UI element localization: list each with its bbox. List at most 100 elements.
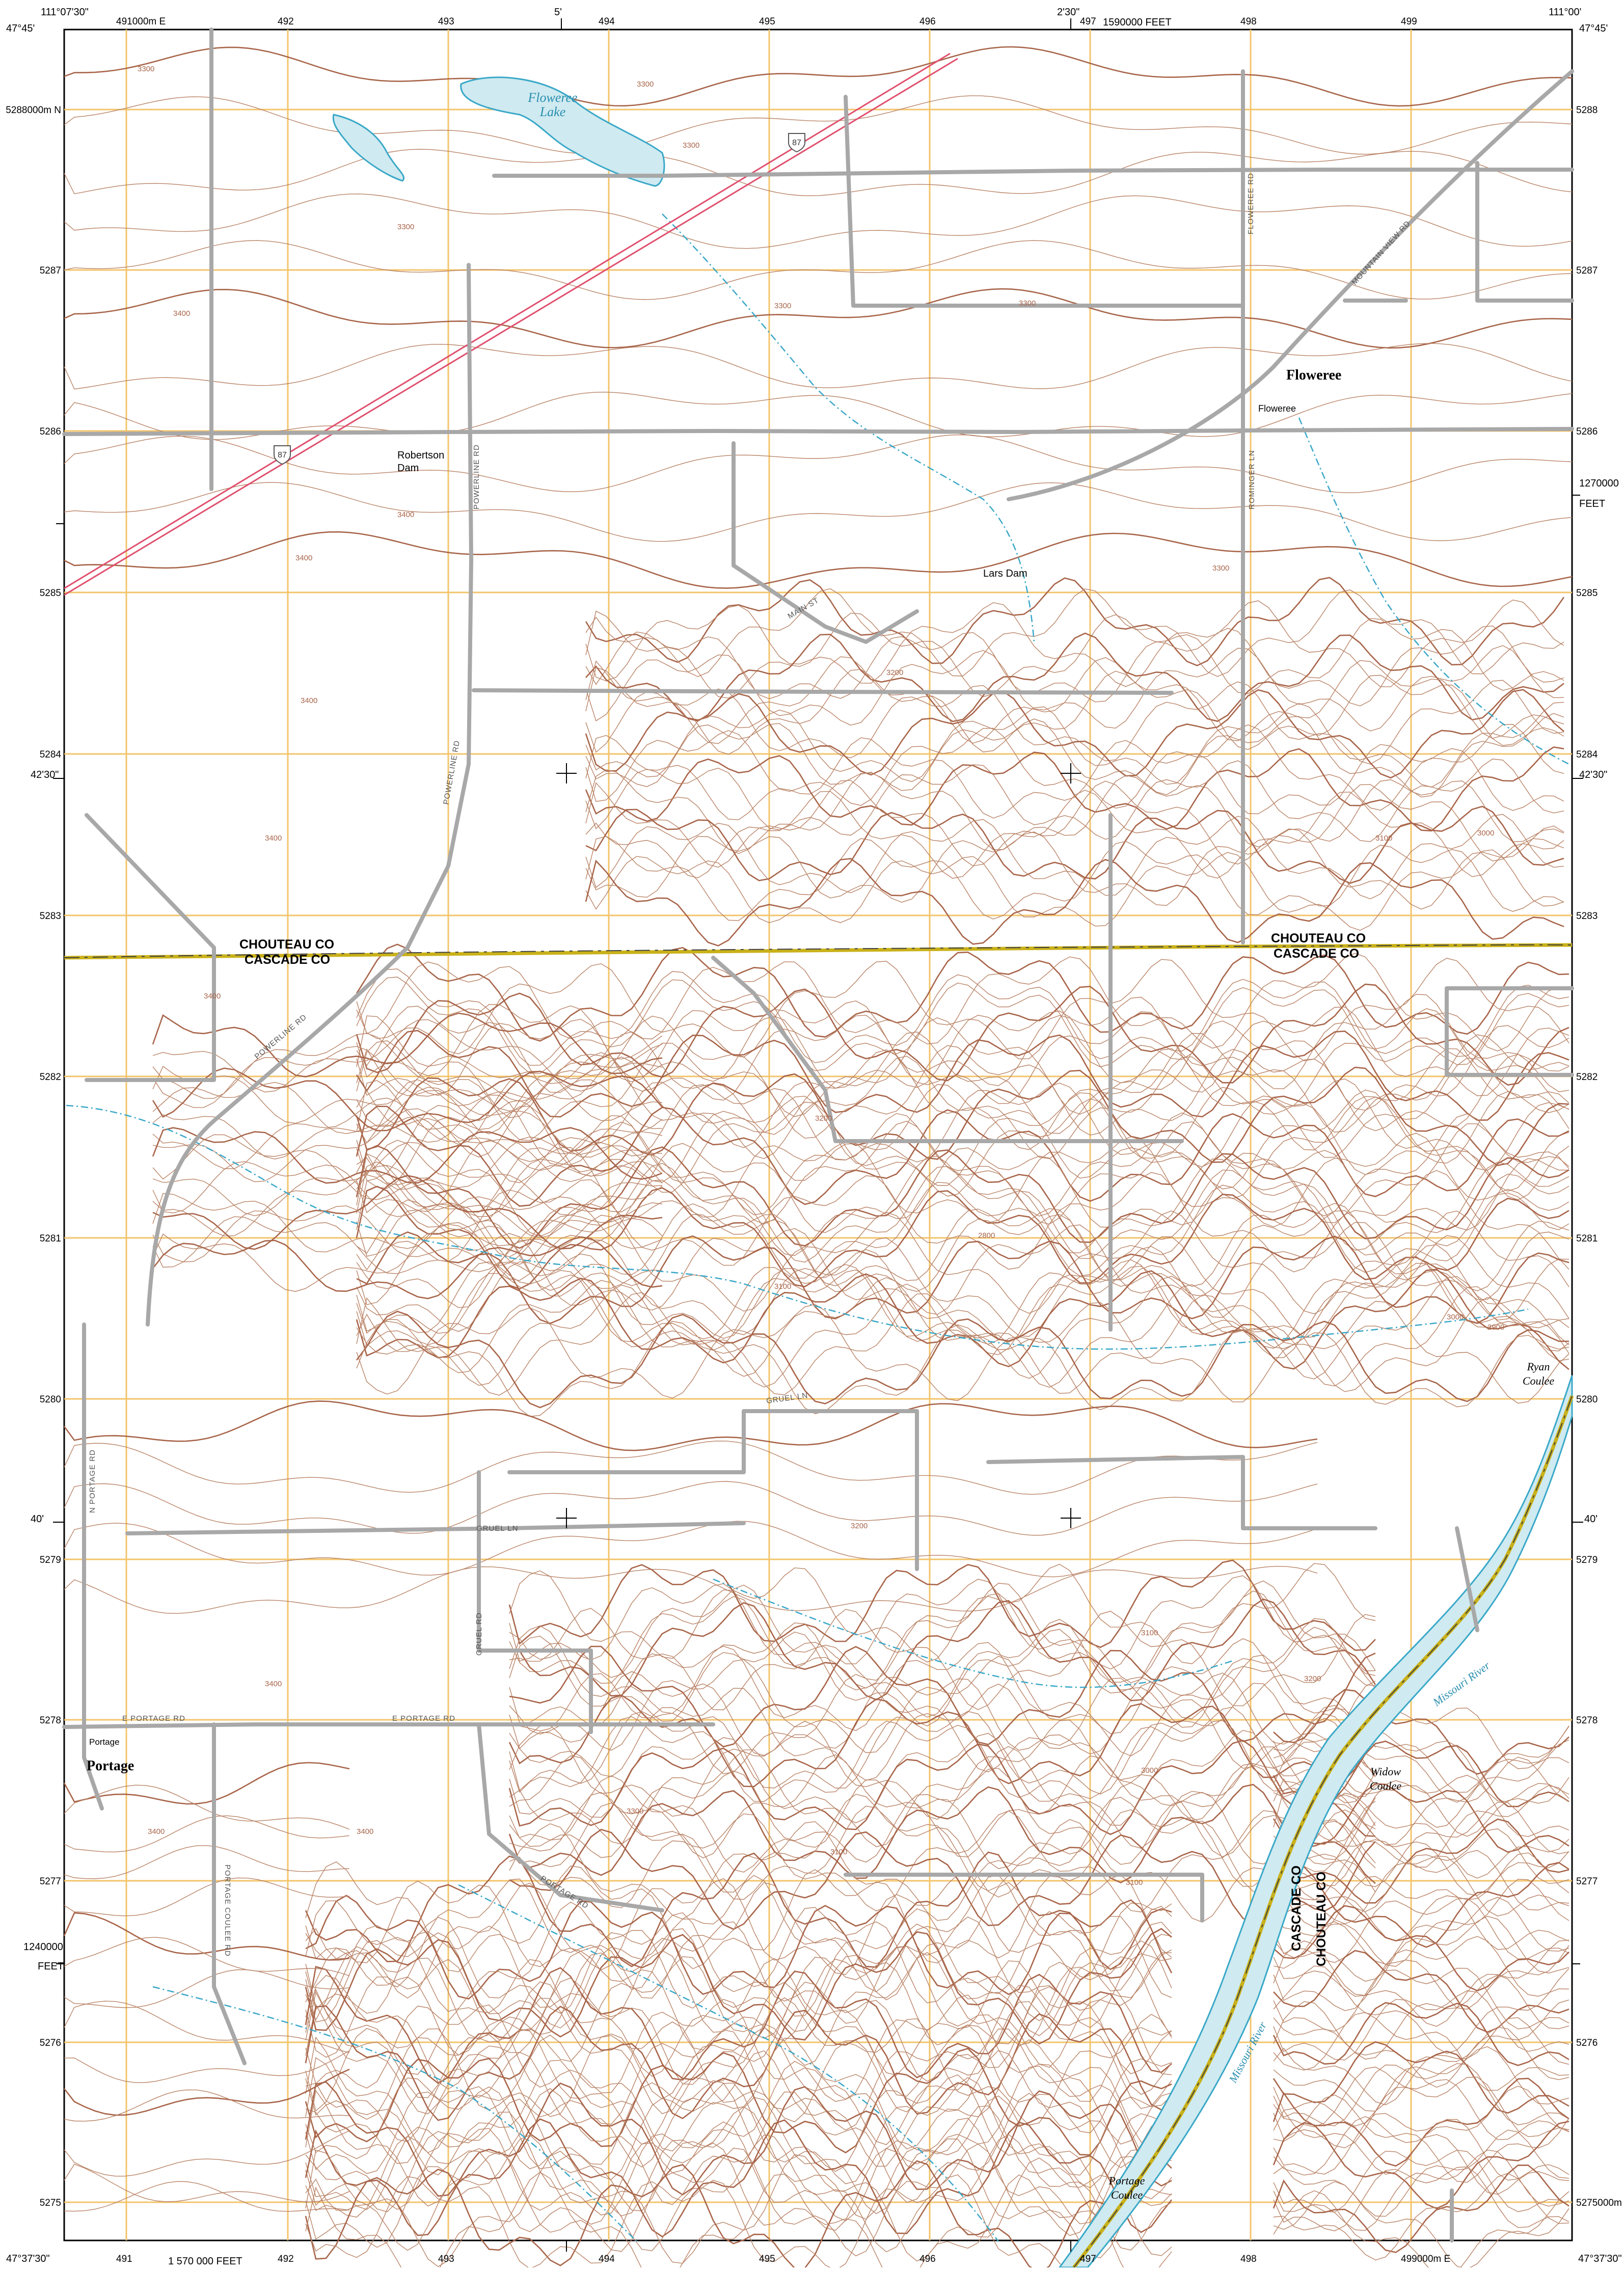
contour-coulee-mid-w-17: [152, 1202, 663, 1266]
contour-upland-sw-4: [64, 1877, 350, 1916]
road-label-floweree-rd: FLOWEREE RD: [1247, 173, 1255, 234]
contour-coulee-mid-37: [356, 1244, 1569, 1345]
left-minute-42-30: 42'30": [31, 769, 59, 780]
grid-label-top-5: 496: [919, 16, 936, 27]
grid-label-top-0: 491000m E: [116, 16, 166, 27]
label-chouteau-river: CHOUTEAU CO: [1314, 1872, 1329, 1966]
contour-coulee-sw-16: [305, 1975, 1172, 2090]
contour-upland-s-0: [63, 1400, 1318, 1451]
contour-coulee-se-0: [1273, 1689, 1569, 1775]
label-cascade-south-2: CASCADE CO: [1274, 947, 1359, 961]
grid-label-top-7: 498: [1240, 16, 1257, 27]
label-portage-coulee-1: Portage: [1108, 2174, 1145, 2187]
contour-coulee-s-6: [509, 1608, 1376, 1711]
contour-coulee-s-1: [509, 1563, 1376, 1664]
top-minute-5: 5': [554, 7, 562, 18]
contour-coulee-s-21: [509, 1746, 1376, 1849]
contour-coulee-sw-22: [305, 2024, 1172, 2133]
contour-coulee-se-10: [1273, 1783, 1569, 1853]
contour-upland-s-2: [64, 1481, 1318, 1536]
contour-coulee-n-23: [585, 835, 1564, 921]
contour-coulee-se-57: [1273, 2181, 1569, 2270]
grid-label-top-4: 495: [759, 16, 775, 27]
grid-label-left-8: 5280: [40, 1394, 61, 1405]
contour-coulee-s-30: [509, 1828, 1376, 1930]
contour-coulee-n-15: [585, 746, 1564, 832]
road-east-coulee: [1450, 1526, 1479, 2242]
contour-coulee-mid-9: [356, 1015, 1569, 1118]
contour-coulee-s-5: [509, 1598, 1376, 1701]
left-minute-40: 40': [31, 1514, 44, 1525]
contour-coulee-n-9: [585, 680, 1564, 765]
stream-4: [713, 1578, 1233, 1688]
contour-coulee-se-24: [1273, 1897, 1569, 1982]
contour-upland-sw-7: [64, 1969, 350, 2008]
contour-coulee-s-7: [509, 1618, 1376, 1719]
contour-upland-n-3: [64, 193, 1573, 249]
contour-coulee-sw-41: [305, 2174, 1172, 2270]
contour-coulee-mid-8: [356, 1008, 1569, 1110]
contour-coulee-mid-w-14: [152, 1165, 663, 1238]
grid-label-right-7: 5281: [1576, 1233, 1598, 1244]
contour-coulee-s-20: [508, 1739, 1376, 1837]
contour-coulee-mid-w-3: [152, 1043, 663, 1112]
contour-coulee-se-55: [1273, 2164, 1569, 2253]
corner-top-right-lat: 47°45': [1579, 23, 1608, 34]
grid-label-right-2: 5286: [1576, 426, 1598, 437]
grid-label-left-11: 5277: [40, 1876, 61, 1887]
contour-coulee-se-38: [1273, 2017, 1569, 2105]
contour-coulee-mid-14: [356, 1056, 1569, 1159]
elevation-label-15: 3000: [1477, 829, 1494, 837]
contour-coulee-mid-5: [356, 983, 1569, 1086]
elevation-label-12: 3200: [886, 668, 903, 677]
contour-coulee-se-23: [1273, 1898, 1569, 1963]
contour-coulee-mid-18: [356, 1089, 1569, 1192]
contour-coulee-mid-21: [356, 1112, 1569, 1217]
label-ryan-coulee-2: Coulee: [1523, 1374, 1555, 1387]
label-floweree-town: Floweree: [1286, 367, 1341, 383]
label-widow-coulee-2: Coulee: [1370, 1779, 1402, 1792]
contour-coulee-s-26: [509, 1792, 1376, 1893]
grid-label-left-4: 5284: [40, 749, 62, 760]
contour-upland-n-9: [64, 482, 1573, 542]
contour-coulee-mid-38: [356, 1256, 1569, 1352]
contour-upland-n-1: [64, 95, 1573, 155]
contour-coulee-mid-w-18: [152, 1216, 663, 1274]
road-n-portage: [82, 1322, 104, 1810]
highway-87: [62, 427, 1574, 436]
grid-label-bottom-2: 493: [438, 2254, 454, 2264]
contour-coulee-s-11: [509, 1655, 1376, 1756]
highway-shields: 87 87: [274, 133, 805, 465]
grid-label-right-3: 5285: [1576, 588, 1598, 599]
grid-label-left-10: 5278: [40, 1715, 61, 1726]
us-87-label-north: 87: [792, 139, 801, 147]
grid-label-left-7: 5281: [40, 1233, 61, 1244]
road-label-e-portage-1: E PORTAGE RD: [122, 1714, 185, 1723]
contour-upland-s-4: [64, 1565, 1318, 1614]
contour-coulee-mid-22: [356, 1121, 1569, 1225]
contour-coulee-mid-11: [356, 1031, 1569, 1135]
corner-bottom-right-lat: 47°37'30": [1578, 2253, 1622, 2264]
contour-coulee-sw-10: [305, 1928, 1172, 2045]
road-portage-coulee: [212, 1722, 247, 2065]
floweree-lake: [460, 76, 665, 187]
us-87-shield-west: 87: [274, 445, 291, 465]
elevation-label-6: 3400: [295, 554, 312, 562]
contour-coulee-s-18: [509, 1717, 1376, 1821]
contour-coulee-sw-39: [305, 2149, 1172, 2267]
contour-coulee-sw-13: [305, 1952, 1172, 2068]
label-chouteau-north-2: CHOUTEAU CO: [1271, 931, 1366, 945]
contour-coulee-sw-5: [305, 1895, 1173, 2000]
state-plane-left-value: 1240000: [23, 1941, 63, 1953]
contour-coulee-mid-1: [356, 953, 1569, 1052]
grid-label-left-0: 5288000m N: [6, 105, 61, 116]
us-87-label-west: 87: [278, 451, 287, 460]
contour-coulee-se-35: [1273, 2002, 1569, 2066]
grid-label-top-1: 492: [278, 16, 294, 27]
road-gruel-ln: [125, 1521, 746, 1535]
stream-2: [662, 213, 1035, 642]
county-line-east-west-dash: [64, 944, 1573, 958]
contour-upland-sw-5: [63, 1912, 350, 1961]
